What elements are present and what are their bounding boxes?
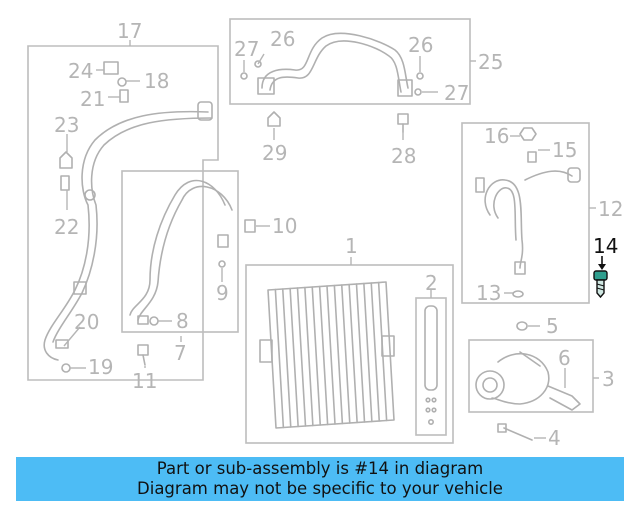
banner-line-2: Diagram may not be specific to your vehi… [137, 479, 503, 498]
callout-26-left[interactable]: 26 [270, 27, 295, 51]
callout-2[interactable]: 2 [425, 271, 438, 295]
condenser-fin [274, 288, 285, 429]
callout-16[interactable]: 16 [484, 124, 509, 148]
group-1 [245, 257, 454, 444]
callout-3[interactable]: 3 [602, 367, 615, 391]
callout-6[interactable]: 6 [558, 346, 571, 370]
part-14-bolt[interactable] [593, 270, 608, 299]
callout-19[interactable]: 19 [88, 355, 113, 379]
banner-line-1: Part or sub-assembly is #14 in diagram [156, 459, 484, 478]
condenser-fin [355, 283, 366, 423]
group-12 [461, 122, 596, 304]
callout-13[interactable]: 13 [476, 281, 501, 305]
callout-5[interactable]: 5 [546, 314, 559, 338]
callout-18[interactable]: 18 [144, 69, 169, 93]
condenser-fin [326, 285, 336, 425]
callout-17[interactable]: 17 [117, 19, 142, 43]
callout-1[interactable]: 1 [345, 234, 358, 258]
callout-28[interactable]: 28 [391, 144, 416, 168]
callout-10[interactable]: 10 [272, 214, 297, 238]
callout-14[interactable]: 14 [593, 234, 618, 258]
leader-lines [63, 53, 606, 439]
condenser-fin [333, 284, 344, 425]
condenser-fin [370, 282, 381, 422]
condenser-fin [340, 284, 351, 424]
condenser-fin [311, 286, 322, 426]
callout-8[interactable]: 8 [176, 309, 189, 333]
callout-9[interactable]: 9 [216, 281, 229, 305]
callout-27-left[interactable]: 27 [234, 37, 259, 61]
callout-4[interactable]: 4 [548, 426, 561, 450]
callout-12[interactable]: 12 [598, 197, 623, 221]
condenser-fin [304, 286, 314, 427]
group-25 [229, 18, 476, 133]
condenser-fin [296, 287, 307, 427]
callout-20[interactable]: 20 [74, 310, 99, 334]
condenser-fin [318, 285, 329, 426]
group-3 [468, 321, 599, 441]
group-17 [27, 40, 219, 381]
condenser-fin [363, 282, 373, 423]
callout-11[interactable]: 11 [132, 369, 157, 393]
callout-21[interactable]: 21 [80, 87, 105, 111]
group-7 [121, 170, 256, 366]
condenser-fin [281, 288, 292, 428]
callout-15[interactable]: 15 [552, 138, 577, 162]
callout-26-right[interactable]: 26 [408, 33, 433, 57]
callout-23[interactable]: 23 [54, 113, 79, 137]
callout-25[interactable]: 25 [478, 50, 503, 74]
condenser-fin [289, 287, 299, 428]
info-banner: Part or sub-assembly is #14 in diagram D… [16, 457, 624, 501]
callout-22[interactable]: 22 [54, 215, 79, 239]
callout-24[interactable]: 24 [68, 59, 93, 83]
condenser-fin [348, 283, 358, 424]
callout-27-right[interactable]: 27 [444, 81, 469, 105]
callout-labels: 17 24 18 21 23 22 20 19 27 26 26 25 27 2… [54, 19, 623, 450]
callout-29[interactable]: 29 [262, 141, 287, 165]
callout-7[interactable]: 7 [174, 341, 187, 365]
